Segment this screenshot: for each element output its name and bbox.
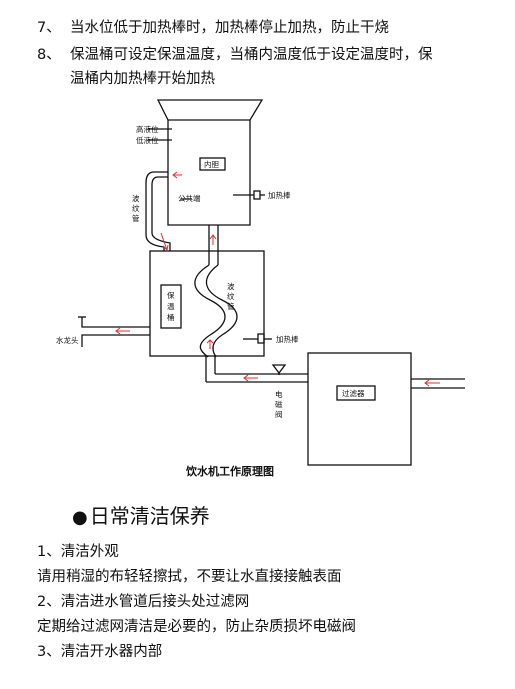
inner-tank-label-box [199,157,226,171]
cleaning-line-4: 定期给过滤网清洁是必要的，防止杂质损坏电磁阀 [37,619,356,635]
bullet-icon: ● [72,507,88,528]
diagram-caption: 饮水机工作原理图 [185,464,274,478]
label-bellows-left-2: 纹 [132,203,140,213]
label-bellows-right-3: 管 [227,301,235,311]
label-insulation-3: 桶 [167,312,175,322]
list-item-8-continuation: 温桶内加热棒开始加热 [70,71,215,87]
solenoid-valve-symbol [271,364,287,375]
list-number-7: 7、 [37,20,61,36]
label-bellows-right-2: 纹 [227,291,235,301]
water-dispenser-diagram: 高液位 低液位 内胆 公共端 加热棒 波 纹 管 波 纹 管 保 温 桶 水龙头… [56,99,465,478]
label-inner-tank: 内胆 [204,159,219,169]
wavy-bellows [194,264,226,358]
cleaning-line-2: 请用稍湿的布轻轻擦拭，不要让水直接接触表面 [37,569,342,585]
label-filter: 过滤器 [342,388,365,398]
label-solenoid-1: 电 [275,389,283,399]
label-high-level: 高液位 [136,124,159,134]
list-item-8-text: 保温桶可设定保温温度，当桶内温度低于设定温度时，保 [70,47,433,63]
label-bellows-left-3: 管 [132,213,140,223]
label-insulation-2: 温 [167,302,175,311]
heater-bottom-connector [257,333,265,344]
section-heading: ●日常清洁保养 [72,503,210,531]
label-bellows-right-1: 波 [227,281,235,291]
label-solenoid-3: 阀 [275,410,283,419]
arrow-left-bellows-down [160,232,168,251]
label-solenoid-2: 磁 [275,399,283,409]
list-number-8: 8、 [37,47,61,63]
label-low-level: 低液位 [136,135,159,145]
faucet [81,317,90,347]
label-heater-top: 加热棒 [268,190,291,200]
section-title: 日常清洁保养 [89,504,210,528]
label-faucet: 水龙头 [56,335,79,345]
label-heater-bottom: 加热棒 [276,334,299,344]
cleaning-line-3: 2、清洁进水管道后接头处过滤网 [37,594,250,610]
label-common-end: 公共端 [178,193,201,203]
cleaning-line-5: 3、清洁开水器内部 [37,644,163,660]
filter-box [307,352,412,466]
label-bellows-left-1: 波 [132,193,140,203]
left-bellows-pipe [145,171,168,251]
filter-label-box [336,385,376,401]
cleaning-line-1: 1、清洁外观 [37,544,119,560]
label-insulation-1: 保 [167,291,175,300]
insulation-label-box [160,284,182,329]
list-item-7-text: 当水位低于加热棒时，加热棒停止加热，防止干烧 [70,20,389,36]
heater-top-connector [253,190,261,200]
